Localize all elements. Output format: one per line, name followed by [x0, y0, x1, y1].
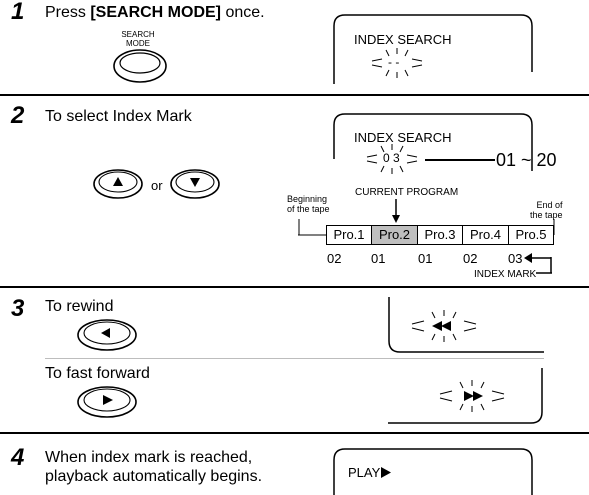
tape-start-tick	[298, 219, 300, 235]
display-2-title: INDEX SEARCH	[354, 130, 452, 145]
tape-start-line	[298, 234, 326, 236]
triangle-up-icon	[113, 177, 123, 186]
down-button[interactable]	[170, 168, 222, 200]
display-2-value: 0 3	[383, 151, 400, 165]
step-1-instruction-post: once.	[221, 4, 265, 21]
divider-1	[0, 94, 589, 96]
search-mode-button-label-line1: SEARCH	[121, 30, 155, 39]
step-4-instruction-line2: playback automatically begins.	[45, 468, 263, 485]
end-of-tape-label: End of the tape	[530, 200, 563, 220]
fast-forward-icon	[103, 395, 113, 405]
beginning-line2: of the tape	[287, 204, 330, 214]
up-button[interactable]	[93, 168, 145, 200]
rewind-blink-icon	[411, 310, 477, 342]
step-4-instruction: When index mark is reached, playback aut…	[45, 448, 262, 486]
search-mode-button[interactable]	[112, 48, 172, 88]
step-2-instruction: To select Index Mark	[45, 108, 192, 125]
index-number: 02	[463, 251, 478, 266]
index-number: 03	[508, 251, 523, 266]
step-1-number: 1	[11, 0, 25, 25]
fast-forward-display	[388, 368, 543, 424]
rewind-label: To rewind	[45, 298, 114, 315]
divider-3	[0, 432, 589, 434]
step-2-number: 2	[11, 102, 25, 129]
rewind-button[interactable]	[76, 318, 140, 352]
program-cell: Pro.4	[462, 225, 509, 245]
search-mode-button-label-line2: MODE	[126, 39, 150, 48]
display-1-value: - -	[388, 55, 400, 69]
index-number: 02	[327, 251, 342, 266]
program-cell: Pro.5	[508, 225, 554, 245]
program-cell: Pro.1	[326, 225, 372, 245]
divider-2	[0, 286, 589, 288]
index-search-display-1	[333, 14, 533, 84]
end-line1: End of	[536, 200, 563, 210]
search-mode-label: [SEARCH MODE]	[90, 4, 222, 21]
rewind-display	[388, 297, 544, 353]
tape-end-tick	[553, 219, 555, 235]
blink-rays-icon-2	[366, 144, 418, 174]
fast-forward-blink-icon	[439, 380, 505, 412]
triangle-down-icon	[190, 178, 200, 187]
search-mode-button-label: SEARCH MODE	[120, 30, 156, 48]
program-cell-current: Pro.2	[371, 225, 418, 245]
index-mark-arrow-icon	[524, 253, 552, 274]
display-1-title: INDEX SEARCH	[354, 32, 452, 47]
fast-forward-label: To fast forward	[45, 365, 150, 382]
step-1-instruction-pre: Press	[45, 4, 91, 21]
beginning-of-tape-label: Beginning of the tape	[287, 194, 330, 214]
step-3-number: 3	[11, 295, 25, 322]
index-search-display-2	[333, 113, 533, 171]
step-4-number: 4	[11, 444, 25, 471]
program-cell: Pro.3	[417, 225, 463, 245]
current-program-arrow-icon	[392, 199, 400, 223]
play-display-text: PLAY	[348, 465, 392, 480]
sub-divider	[45, 358, 544, 359]
play-display	[333, 448, 533, 495]
rewind-icon	[101, 328, 110, 338]
step-4-instruction-line1: When index mark is reached,	[45, 449, 253, 466]
or-label: or	[151, 178, 163, 193]
blink-rays-icon	[371, 48, 423, 78]
index-number: 01	[418, 251, 433, 266]
fast-forward-button[interactable]	[76, 385, 140, 419]
play-text: PLAY	[348, 465, 381, 480]
current-program-label: CURRENT PROGRAM	[355, 187, 459, 198]
beginning-line1: Beginning	[287, 194, 328, 204]
play-icon	[381, 467, 392, 478]
index-number: 01	[371, 251, 386, 266]
end-line2: the tape	[530, 210, 563, 220]
index-mark-label: INDEX MARK	[474, 269, 537, 280]
index-range-label: 01 ~ 20	[496, 150, 557, 170]
step-1-instruction: Press [SEARCH MODE] once.	[45, 3, 265, 22]
range-pointer-line	[425, 159, 495, 161]
